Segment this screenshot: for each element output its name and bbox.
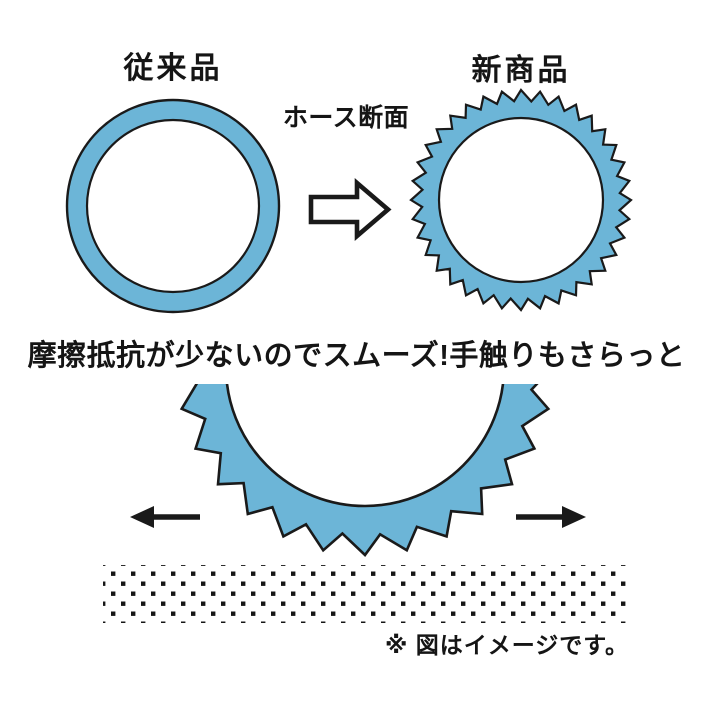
old-product-label: 従来品 <box>123 52 223 85</box>
surface-dots-texture <box>103 565 629 623</box>
new-hose-cross-section <box>409 88 633 312</box>
closeup-inner-bore <box>225 384 505 508</box>
closeup-serrated-hose <box>179 384 551 557</box>
new-hose-inner-bore <box>437 116 605 284</box>
old-hose-cross-section <box>65 98 281 314</box>
transform-arrow-icon <box>308 178 392 241</box>
disclaimer-note: ※ 図はイメージです。 <box>385 632 629 658</box>
cross-section-label: ホース断面 <box>282 104 410 132</box>
new-product-label: 新商品 <box>471 54 571 87</box>
old-hose-inner-bore <box>85 118 261 294</box>
slide-left-arrow-icon <box>130 506 200 528</box>
slide-right-arrow-icon <box>516 506 586 528</box>
benefit-text: 摩擦抵抗が少ないのでスムーズ!手触りもさらっと <box>27 340 686 372</box>
